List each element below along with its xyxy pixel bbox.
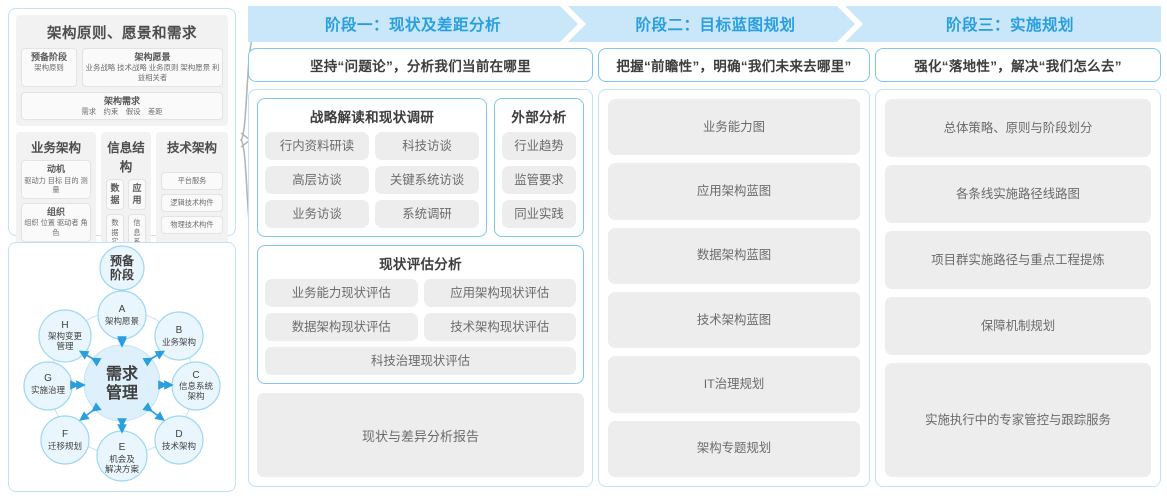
- vision-items: 业务战略 技术战略 业务原则 架构愿景 利益相关者: [85, 63, 220, 82]
- framework-row-1: 预备阶段 架构原则 架构愿景 业务战略 技术战略 业务原则 架构愿景 利益相关者: [21, 48, 223, 87]
- external-analysis-title: 外部分析: [511, 110, 567, 125]
- current-state-assessment-card: 现状评估分析 业务能力现状评估 应用架构现状评估 数据架构现状评估 技术架构现状…: [257, 245, 584, 384]
- list-item[interactable]: 行业趋势: [502, 132, 576, 160]
- left-column: 架构原则、愿景和需求 预备阶段 架构原则 架构愿景 业务战略 技术战略 业务原则…: [8, 8, 256, 492]
- list-item[interactable]: 技术架构蓝图: [608, 291, 860, 349]
- phase-1-header: 阶段一：现状及差距分析: [324, 17, 501, 34]
- list-item[interactable]: 关键系统访谈: [375, 166, 479, 194]
- svg-text:业务架构: 业务架构: [162, 337, 196, 347]
- requirements-title: 架构需求: [103, 95, 140, 106]
- svg-text:B: B: [176, 325, 183, 336]
- phase-2-header: 阶段二：目标蓝图规划: [635, 17, 796, 34]
- list-item[interactable]: 应用架构蓝图: [608, 163, 860, 220]
- list-item[interactable]: 技术架构现状评估: [423, 313, 576, 341]
- list-item[interactable]: 业务访谈: [265, 200, 369, 228]
- list-item[interactable]: 项目群实施路径与重点工程提炼: [885, 231, 1151, 289]
- phase-1-column: 坚持“问题论”，分析我们当前在哪里 战略解读和现状调研 行内资料研读 科技访谈 …: [248, 48, 593, 487]
- tech-physical: 物理技术构件: [161, 215, 223, 234]
- requirements-items: 需求 约束 假设 差距: [81, 106, 163, 116]
- list-item[interactable]: 应用架构现状评估: [423, 279, 576, 307]
- domain-information-head: 信息结构: [107, 141, 145, 175]
- list-item[interactable]: 高层访谈: [265, 166, 369, 194]
- list-item[interactable]: 保障机制规划: [885, 297, 1151, 355]
- phase-3-subtitle: 强化“落地性”，解决“我们怎么去”: [875, 48, 1161, 82]
- svg-text:F: F: [62, 429, 68, 440]
- svg-text:架构变更: 架构变更: [48, 331, 83, 341]
- adm-center-line1: 需求: [106, 364, 139, 383]
- svg-text:H: H: [61, 320, 68, 331]
- phase-band-shape: [248, 6, 1161, 42]
- vision-title: 架构愿景: [134, 52, 171, 62]
- prelim-title: 预备阶段: [30, 52, 67, 62]
- list-item[interactable]: 同业实践: [502, 200, 576, 228]
- phase-1-top-row: 战略解读和现状调研 行内资料研读 科技访谈 高层访谈 关键系统访谈 业务访谈 系…: [257, 98, 584, 237]
- current-state-assessment-title: 现状评估分析: [379, 257, 462, 272]
- svg-text:迁移规划: 迁移规划: [48, 441, 82, 451]
- phase-3-header: 阶段三：实施规划: [945, 17, 1074, 34]
- svg-text:解决方案: 解决方案: [105, 464, 140, 474]
- list-item[interactable]: 各条线实施路径线路图: [885, 165, 1151, 223]
- list-item[interactable]: 业务能力图: [608, 99, 860, 156]
- info-data-head: 数据: [106, 179, 124, 210]
- adm-center-line2: 管理: [106, 383, 138, 402]
- prelim-items: 架构原则: [34, 63, 64, 73]
- phase-1-subtitle: 坚持“问题论”，分析我们当前在哪里: [248, 48, 593, 82]
- phase-3-column: 强化“落地性”，解决“我们怎么去” 总体策略、原则与阶段划分 各条线实施路径线路…: [875, 48, 1161, 487]
- list-item[interactable]: 系统调研: [375, 200, 479, 228]
- svg-text:架构愿景: 架构愿景: [105, 316, 139, 326]
- svg-text:架构: 架构: [187, 391, 204, 401]
- phase-header-band: 阶段一：现状及差距分析 阶段二：目标蓝图规划 阶段三：实施规划: [248, 6, 1161, 42]
- strategy-research-title: 战略解读和现状调研: [309, 110, 435, 125]
- svg-text:实施治理: 实施治理: [31, 385, 66, 395]
- adm-cycle-panel: 预备 阶段 需求 管理 A 架构愿景 B 业务架构 C: [8, 242, 236, 492]
- business-organization: 组织 组织 位置 驱动者 角色: [21, 203, 91, 242]
- framework-title: 架构原则、愿景和需求: [47, 26, 197, 42]
- adm-prelim-line1: 预备: [110, 253, 135, 268]
- svg-text:G: G: [44, 373, 52, 384]
- list-item[interactable]: 实施执行中的专家管控与跟踪服务: [885, 363, 1151, 477]
- phase-2-subtitle: 把握“前瞻性”，明确“我们未来去哪里”: [598, 48, 870, 82]
- framework-requirements-box: 架构需求 需求 约束 假设 差距: [21, 91, 223, 121]
- list-item[interactable]: 业务能力现状评估: [265, 279, 418, 307]
- adm-prelim-line2: 阶段: [110, 267, 135, 282]
- togaf-framework-panel: 架构原则、愿景和需求 预备阶段 架构原则 架构愿景 业务战略 技术战略 业务原则…: [8, 8, 236, 485]
- svg-text:C: C: [192, 370, 199, 381]
- tech-logical: 逻辑技术构件: [161, 194, 223, 212]
- domain-business-head: 业务架构: [30, 141, 81, 156]
- framework-vision-box: 架构愿景 业务战略 技术战略 业务原则 架构愿景 利益相关者: [82, 48, 223, 87]
- tech-platform: 平台服务: [161, 172, 223, 191]
- current-state-assessment-items: 业务能力现状评估 应用架构现状评估 数据架构现状评估 技术架构现状评估 科技治理…: [265, 279, 576, 375]
- phase-3-body: 总体策略、原则与阶段划分 各条线实施路径线路图 项目群实施路径与重点工程提炼 保…: [875, 89, 1161, 487]
- external-analysis-card: 外部分析 行业趋势 监管要求 同业实践: [494, 98, 584, 237]
- framework-prelim-box: 预备阶段 架构原则: [21, 48, 77, 87]
- phase-1-body: 战略解读和现状调研 行内资料研读 科技访谈 高层访谈 关键系统访谈 业务访谈 系…: [248, 89, 593, 487]
- info-app-head: 应用: [128, 179, 146, 210]
- svg-text:信息系统: 信息系统: [179, 381, 214, 391]
- gap-analysis-report-box[interactable]: 现状与差异分析报告: [257, 393, 584, 477]
- svg-text:A: A: [119, 304, 126, 315]
- list-item[interactable]: 数据架构现状评估: [265, 313, 418, 341]
- list-item[interactable]: 监管要求: [502, 166, 576, 194]
- phase-2-column: 把握“前瞻性”，明确“我们未来去哪里” 业务能力图 应用架构蓝图 数据架构蓝图 …: [598, 48, 870, 487]
- strategy-research-card: 战略解读和现状调研 行内资料研读 科技访谈 高层访谈 关键系统访谈 业务访谈 系…: [257, 98, 487, 237]
- list-item[interactable]: 科技访谈: [375, 132, 479, 160]
- list-item[interactable]: IT治理规划: [608, 356, 860, 413]
- svg-text:管理: 管理: [56, 341, 74, 351]
- svg-text:技术架构: 技术架构: [162, 441, 196, 451]
- domain-technology-head: 技术架构: [166, 141, 217, 156]
- framework-inner: 架构原则、愿景和需求 预备阶段 架构原则 架构愿景 业务战略 技术战略 业务原则…: [16, 15, 228, 127]
- adm-cycle-diagram: 预备 阶段 需求 管理 A 架构愿景 B 业务架构 C: [23, 245, 221, 482]
- business-motivation: 动机 驱动力 目标 目的 测量: [21, 160, 91, 200]
- svg-text:D: D: [175, 429, 182, 440]
- list-item[interactable]: 行内资料研读: [265, 132, 369, 160]
- svg-text:机会及: 机会及: [109, 454, 135, 464]
- phase-2-body: 业务能力图 应用架构蓝图 数据架构蓝图 技术架构蓝图 IT治理规划 架构专题规划: [598, 89, 870, 487]
- list-item[interactable]: 架构专题规划: [608, 420, 860, 477]
- external-analysis-items: 行业趋势 监管要求 同业实践: [502, 132, 576, 228]
- list-item[interactable]: 总体策略、原则与阶段划分: [885, 99, 1151, 157]
- strategy-research-items: 行内资料研读 科技访谈 高层访谈 关键系统访谈 业务访谈 系统调研: [265, 132, 479, 228]
- list-item[interactable]: 数据架构蓝图: [608, 227, 860, 284]
- svg-text:E: E: [119, 442, 126, 453]
- list-item[interactable]: 科技治理现状评估: [265, 347, 576, 375]
